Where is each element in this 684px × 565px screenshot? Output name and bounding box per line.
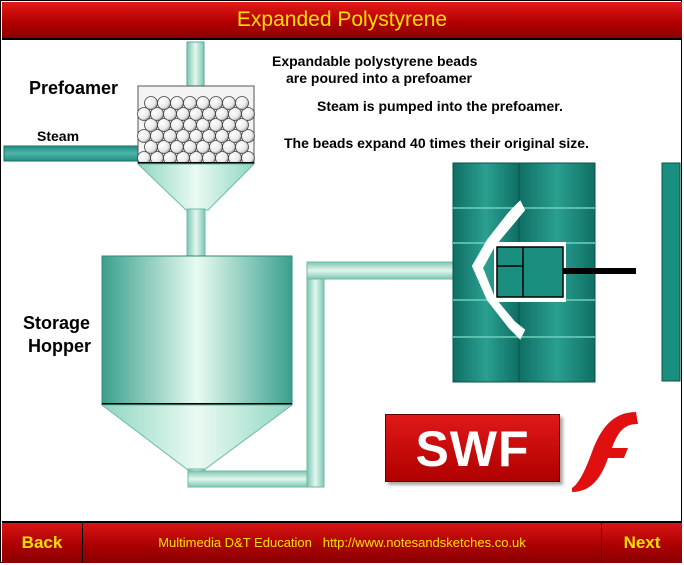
- title-bar: Expanded Polystyrene: [2, 2, 682, 40]
- bead: [144, 96, 158, 110]
- back-button[interactable]: Back: [2, 523, 83, 563]
- bead: [222, 96, 236, 110]
- polystyrene-beads: [137, 96, 255, 165]
- outlet-pipe-horizontal-low: [187, 470, 325, 488]
- next-button[interactable]: Next: [601, 523, 682, 563]
- footer-credit: Multimedia D&T Education http://www.note…: [158, 535, 526, 550]
- storage-hopper-funnel: [100, 404, 294, 471]
- bead: [183, 96, 197, 110]
- storage-hopper-body: [101, 255, 293, 405]
- bead: [157, 96, 171, 110]
- bead: [241, 107, 255, 121]
- prefoamer-funnel: [136, 163, 256, 211]
- steam-label: Steam: [37, 128, 80, 144]
- caption-expand: The beads expand 40 times their original…: [284, 135, 589, 151]
- bead: [235, 140, 249, 154]
- flash-logo: [572, 412, 638, 492]
- bead: [196, 96, 210, 110]
- caption-steam: Steam is pumped into the prefoamer.: [317, 98, 563, 114]
- feed-pipe: [186, 41, 205, 88]
- connector-pipe: [186, 208, 206, 258]
- bead: [235, 96, 249, 110]
- storage-hopper-label-line2: Hopper: [28, 336, 91, 356]
- swf-badge: SWF: [385, 414, 560, 482]
- caption-beads-line1: Expandable polystyrene beads: [272, 53, 478, 69]
- footer-bar: Back Multimedia D&T Education http://www…: [2, 521, 682, 563]
- prefoamer-label: Prefoamer: [29, 78, 119, 98]
- bead: [170, 96, 184, 110]
- side-panel: [661, 162, 681, 382]
- outlet-pipe-horizontal-high: [306, 261, 456, 280]
- caption-beads-line2: are poured into a prefoamer: [286, 70, 472, 86]
- bead: [235, 118, 249, 132]
- outlet-pipe-riser: [306, 261, 325, 488]
- mould: [452, 162, 636, 383]
- steam-pipe: [3, 145, 143, 162]
- bead: [241, 129, 255, 143]
- page-title: Expanded Polystyrene: [236, 8, 448, 31]
- bead: [209, 96, 223, 110]
- storage-hopper-label-line1: Storage: [23, 313, 91, 333]
